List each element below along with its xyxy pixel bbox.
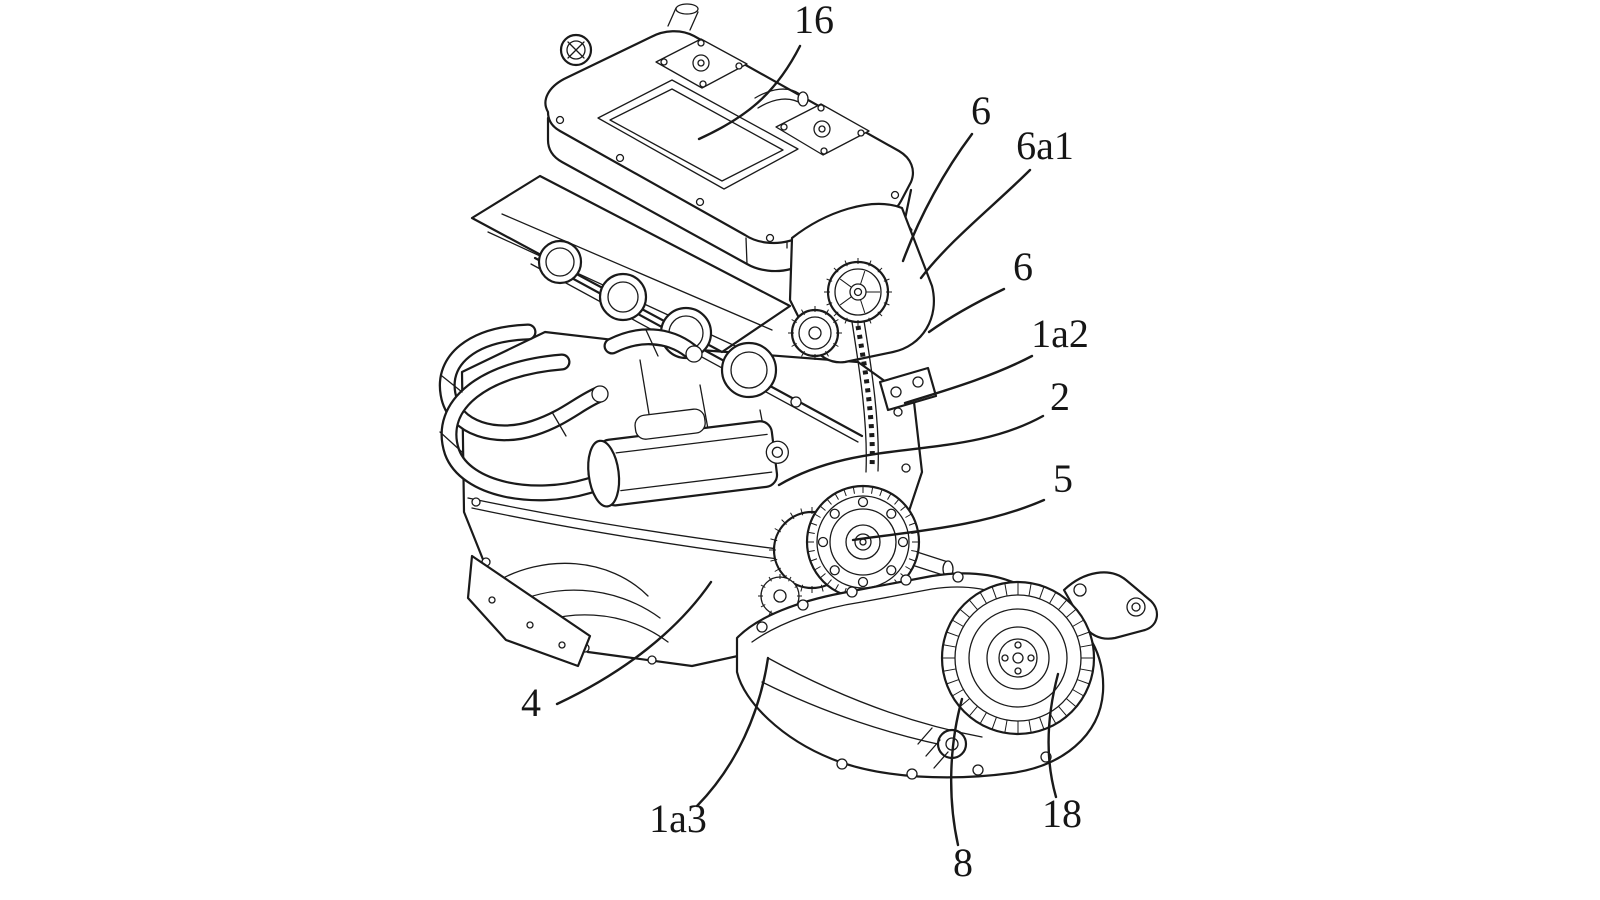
labels-layer: 16 6 6a1 6 1a2 2 5 4 1a3 8 18: [521, 0, 1089, 885]
leader-line-1a2: [903, 354, 1034, 405]
leader-lines-layer: [555, 44, 1060, 847]
flywheel: [805, 484, 921, 600]
leader-line-18: [1047, 672, 1060, 799]
mount-bracket: [878, 366, 938, 412]
starter-motor: [587, 408, 789, 508]
leader-line-6: [901, 132, 974, 263]
leader-line-2: [777, 414, 1045, 487]
leader-line-1a3: [695, 656, 770, 808]
part-label-18: 18: [1042, 791, 1082, 836]
leader-line-16: [697, 44, 802, 141]
part-label-5: 5: [1053, 456, 1073, 501]
cvt-transmission: [735, 571, 1159, 780]
cam-sprocket-small: [788, 306, 842, 360]
leader-line-8: [950, 697, 964, 847]
part-label-6a1: 6a1: [1016, 123, 1074, 168]
part-label-4: 4: [521, 680, 541, 725]
leader-line-6: [927, 287, 1006, 334]
part-label-6: 6: [1013, 244, 1033, 289]
cvt-pulley: [940, 580, 1096, 736]
cam-sprocket-large: [824, 258, 892, 326]
part-label-6: 6: [971, 88, 991, 133]
leader-line-6a1: [919, 168, 1032, 280]
part-label-2: 2: [1050, 374, 1070, 419]
part-label-16: 16: [794, 0, 834, 42]
cvt-bracket: [1062, 571, 1159, 640]
part-label-8: 8: [953, 840, 973, 885]
part-label-1a2: 1a2: [1031, 311, 1089, 356]
oil-pan: [466, 554, 592, 668]
leader-line-4: [555, 580, 713, 706]
part-label-1a3: 1a3: [649, 796, 707, 841]
water-pump: [917, 727, 968, 769]
leader-line-5: [851, 498, 1046, 542]
